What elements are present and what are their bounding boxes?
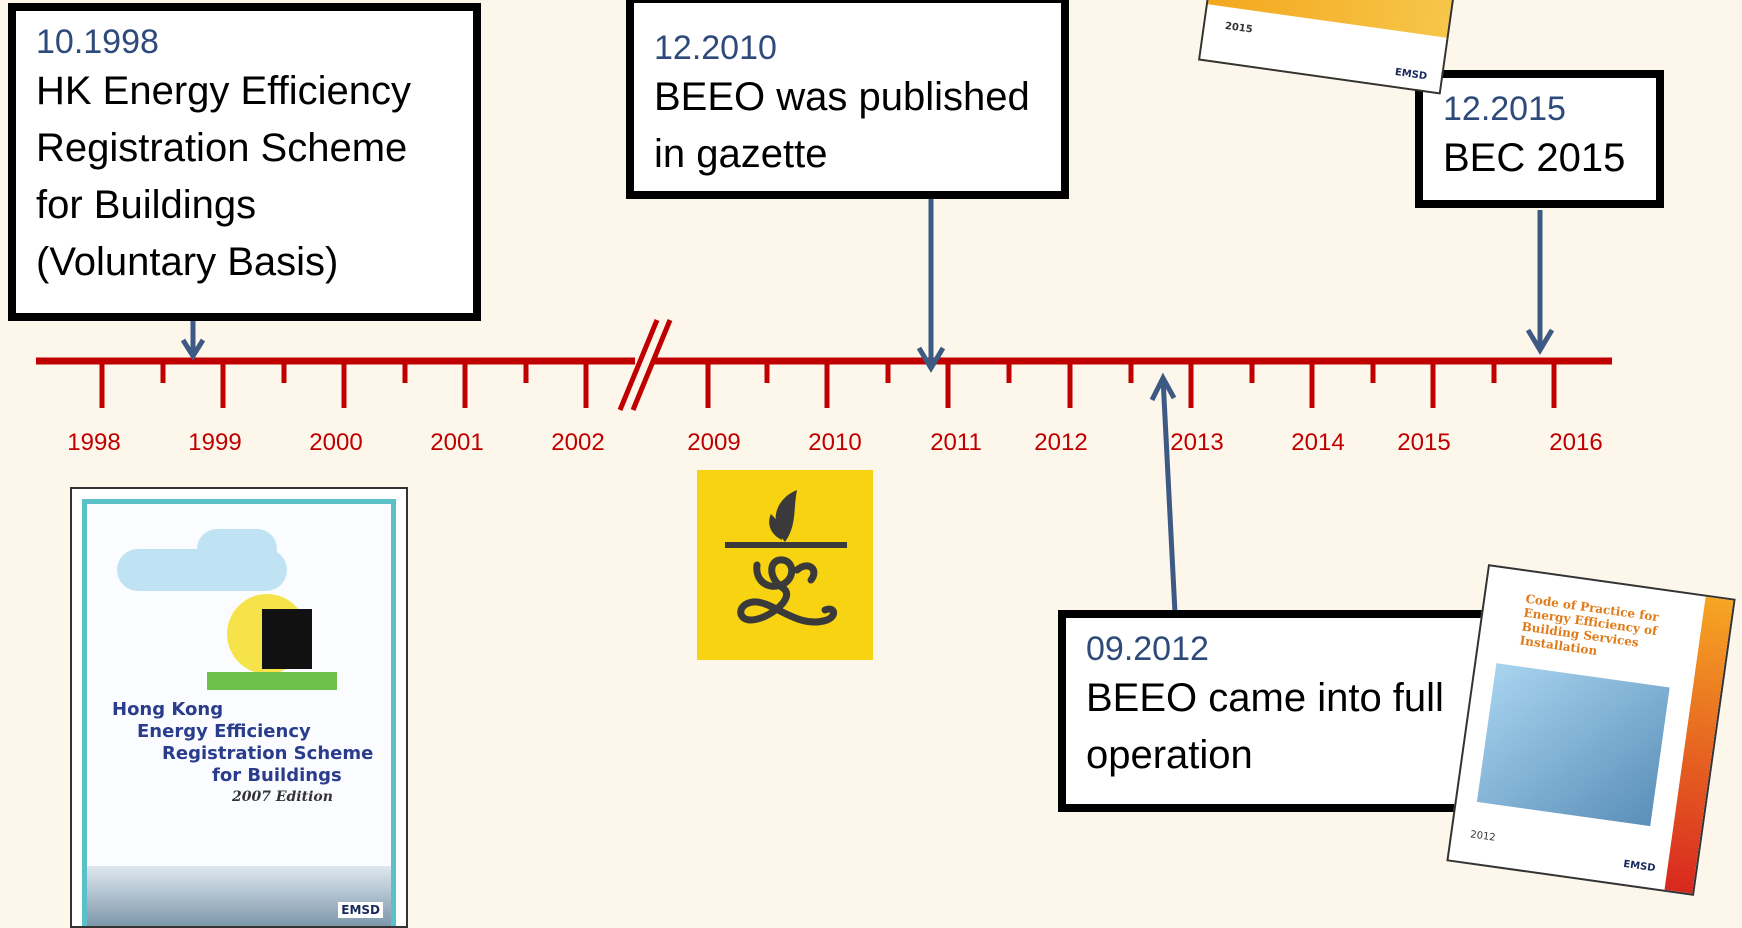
event-line: BEEO came into full bbox=[1086, 676, 1444, 720]
event-line: BEEO was published bbox=[654, 75, 1030, 119]
energy-badge bbox=[207, 672, 337, 690]
year-label-2013: 2013 bbox=[1170, 429, 1223, 456]
cover-title-line: Hong Kong bbox=[112, 699, 224, 720]
event-line: operation bbox=[1086, 733, 1253, 777]
cop-2012-cover-image: Code of Practice for Energy Efficiency o… bbox=[1446, 564, 1736, 896]
city-silhouette bbox=[262, 609, 312, 669]
emsd-logo: EMSD bbox=[1622, 858, 1657, 875]
cover-title-line: for Buildings bbox=[212, 765, 342, 786]
axis-break-mark-2 bbox=[630, 319, 673, 411]
event-line: BEC 2015 bbox=[1443, 136, 1626, 180]
year-label-2015: 2015 bbox=[1397, 429, 1450, 456]
event-date: 09.2012 bbox=[1086, 630, 1209, 668]
hk-eers-cover-image: Hong Kong Energy Efficiency Registration… bbox=[70, 487, 408, 928]
cover-edition: 2007 Edition bbox=[232, 789, 333, 805]
cover-frame: Hong Kong Energy Efficiency Registration… bbox=[82, 499, 396, 926]
event-arrow-2012 bbox=[1149, 372, 1178, 614]
event-line: for Buildings bbox=[36, 183, 257, 227]
cover-title-line: Registration Scheme bbox=[162, 743, 374, 764]
year-label-2014: 2014 bbox=[1291, 429, 1344, 456]
cover-title: Code of Practice for Energy Efficiency o… bbox=[1519, 592, 1685, 670]
year-label-2016: 2016 bbox=[1549, 429, 1602, 456]
event-box-2015: 12.2015 BEC 2015 bbox=[1415, 70, 1664, 208]
year-label-1999: 1999 bbox=[188, 429, 241, 456]
event-box-2010: 12.2010 BEEO was published in gazette bbox=[626, 0, 1069, 199]
year-label-2009: 2009 bbox=[687, 429, 740, 456]
cloud-graphic bbox=[197, 529, 277, 569]
cover-title: Hong Kong Energy Efficiency Registration… bbox=[112, 699, 373, 787]
year-label-2011: 2011 bbox=[930, 429, 982, 456]
event-line: (Voluntary Basis) bbox=[36, 240, 339, 284]
energy-label-icon bbox=[725, 490, 847, 626]
event-line: HK Energy Efficiency bbox=[36, 69, 411, 113]
event-date: 12.2015 bbox=[1443, 90, 1566, 128]
year-label-2012: 2012 bbox=[1034, 429, 1087, 456]
event-line: Registration Scheme bbox=[36, 126, 408, 170]
year-label-2010: 2010 bbox=[808, 429, 861, 456]
year-labels: 1998 1999 2000 2001 2002 2009 2010 2011 2012 2013… bbox=[67, 429, 1602, 456]
emsd-logo: EMSD bbox=[338, 902, 383, 918]
event-line: in gazette bbox=[654, 132, 828, 176]
year-label-2000: 2000 bbox=[309, 429, 362, 456]
year-label-1998: 1998 bbox=[67, 429, 120, 456]
event-box-1998: 10.1998 HK Energy Efficiency Registratio… bbox=[8, 3, 481, 321]
cover-year: 2012 bbox=[1469, 829, 1497, 844]
event-box-2012: 09.2012 BEEO came into full operation bbox=[1058, 610, 1494, 812]
year-label-2001: 2001 bbox=[430, 429, 483, 456]
axis-break-mark-1 bbox=[617, 319, 660, 411]
timeline-ticks bbox=[99, 361, 1557, 408]
energy-label-logo bbox=[697, 470, 873, 660]
event-arrow-1998 bbox=[180, 318, 206, 361]
event-date: 10.1998 bbox=[36, 23, 159, 61]
building-photos bbox=[1476, 663, 1670, 827]
cover-title-line: Energy Efficiency bbox=[137, 721, 311, 742]
year-label-2002: 2002 bbox=[551, 429, 604, 456]
event-arrow-2010 bbox=[916, 194, 946, 373]
event-arrow-2015 bbox=[1525, 210, 1555, 355]
event-date: 12.2010 bbox=[654, 29, 777, 67]
